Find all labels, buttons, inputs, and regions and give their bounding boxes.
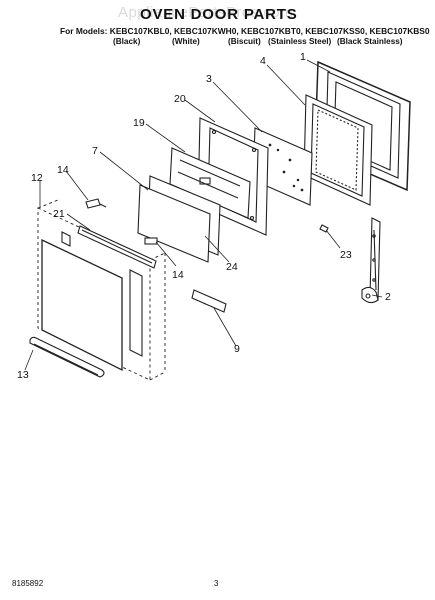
- callout-12: 12: [31, 172, 43, 184]
- color-stainless-steel: (Stainless Steel): [268, 37, 332, 46]
- color-biscuit: (Biscuit): [228, 37, 261, 46]
- part-7-inner-glass: [137, 184, 211, 263]
- callout-14-lower: 14: [172, 269, 184, 281]
- document-number: 8185892: [12, 579, 44, 588]
- part-9-bracket: [191, 289, 227, 313]
- part-4-gasket: [303, 94, 373, 206]
- page-title: OVEN DOOR PARTS: [140, 6, 298, 23]
- page-number: 3: [214, 579, 219, 588]
- callout-21: 21: [53, 208, 65, 220]
- part-13-bottom-trim: [29, 336, 105, 378]
- callout-13: 13: [17, 369, 29, 381]
- callout-14-upper: 14: [57, 164, 69, 176]
- color-white: (White): [172, 37, 200, 46]
- part-3-glass-panel: [252, 127, 313, 206]
- callout-24: 24: [226, 261, 238, 273]
- models-line: For Models: KEBC107KBL0, KEBC107KWH0, KE…: [60, 26, 430, 36]
- callout-23: 23: [340, 249, 352, 261]
- callout-2: 2: [385, 291, 391, 303]
- part-14-clip: [85, 198, 107, 209]
- outer-door-panel: [41, 231, 143, 372]
- color-black-stainless: (Black Stainless): [337, 37, 403, 46]
- leader-lines: [24, 59, 383, 371]
- callout-3: 3: [206, 73, 212, 85]
- callout-20: 20: [174, 93, 186, 105]
- callout-1: 1: [300, 51, 306, 63]
- callout-7: 7: [92, 145, 98, 157]
- part-14-clip-upper: [144, 237, 158, 245]
- part-21-top-strip: [77, 225, 157, 269]
- callout-9: 9: [234, 343, 240, 355]
- callout-19: 19: [133, 117, 145, 129]
- callout-4: 4: [260, 55, 266, 67]
- color-black: (Black): [113, 37, 141, 46]
- part-2-hinge: [361, 217, 381, 304]
- watermark: AppliancePartsPros.com: [118, 4, 294, 21]
- part-19-inner-panel: [169, 147, 251, 219]
